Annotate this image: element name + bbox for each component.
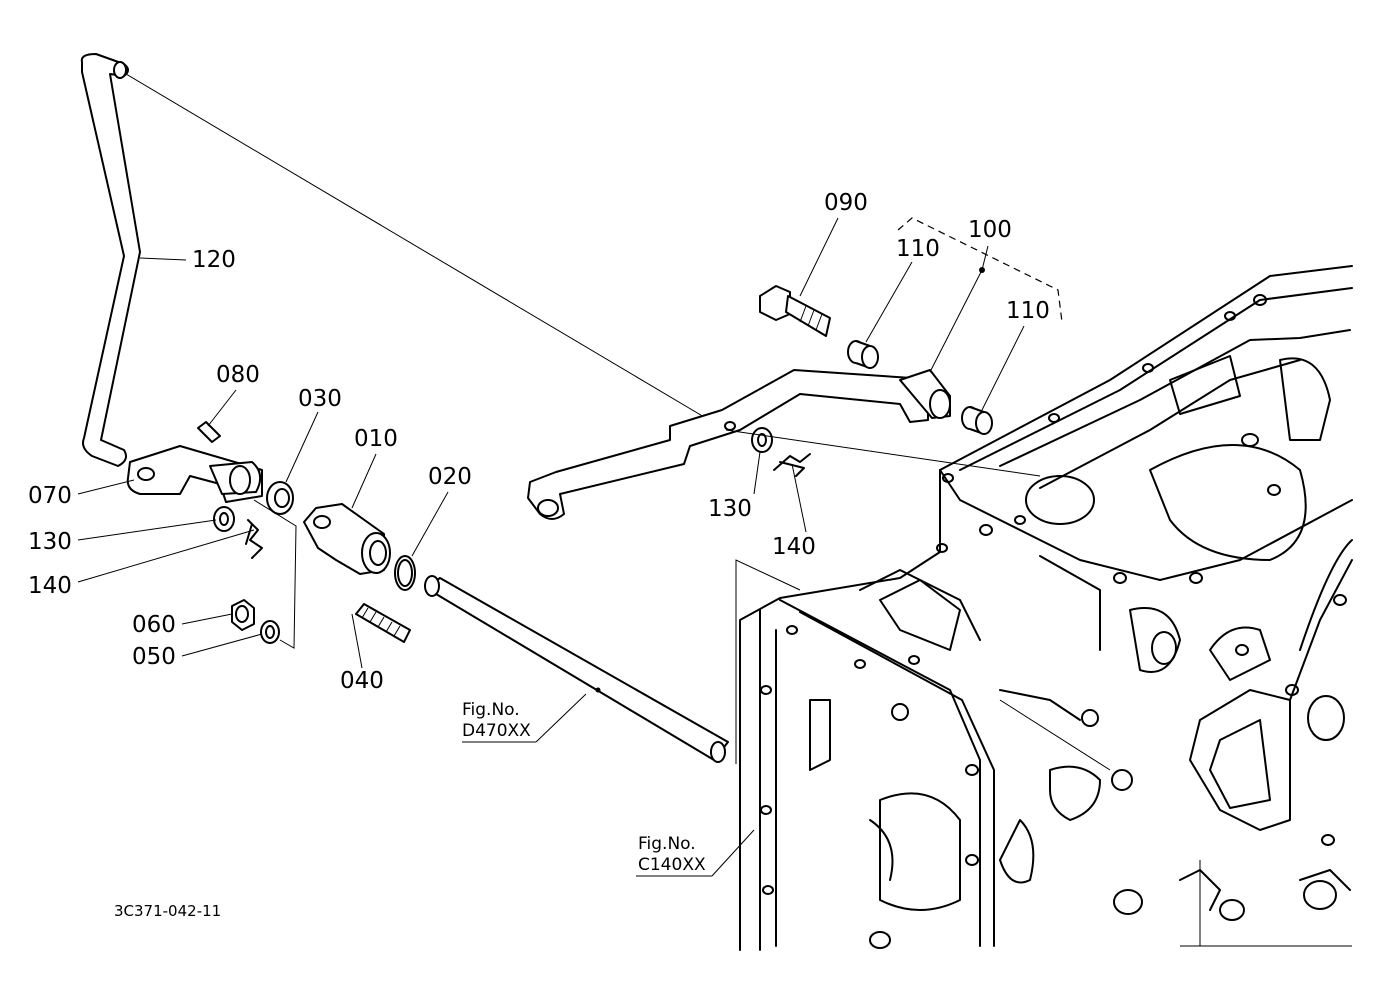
- figure-ref-c140xx-line1: Fig.No.: [638, 834, 696, 854]
- callout-110-lower: 110: [1006, 298, 1050, 324]
- leader-fig-d470xx: [535, 693, 587, 743]
- leader-lever-to-housing: [725, 429, 1041, 477]
- callout-010: 010: [354, 426, 398, 452]
- washer-050: [260, 620, 280, 644]
- callout-140-left: 140: [28, 573, 72, 599]
- lever-assembly: [527, 369, 951, 520]
- group-bracket-100: [897, 217, 1063, 323]
- callout-100: 100: [968, 217, 1012, 243]
- leader-fig-c140xx: [711, 829, 755, 877]
- pin-080: [197, 421, 221, 443]
- assembly-line-rod-to-lever: [125, 73, 727, 431]
- callout-080: 080: [216, 362, 260, 388]
- snap-pin-140-right: [773, 453, 811, 477]
- callout-070: 070: [28, 483, 72, 509]
- callout-leaders: [77, 217, 1025, 669]
- callout-050: 050: [132, 644, 176, 670]
- callout-030: 030: [298, 386, 342, 412]
- collar-030: [266, 481, 294, 515]
- snap-pin-140-left: [245, 519, 263, 559]
- bushing-110-lower: [961, 406, 993, 435]
- callout-130-left: 130: [28, 529, 72, 555]
- callout-130-right: 130: [708, 496, 752, 522]
- callout-110-upper: 110: [896, 236, 940, 262]
- o-ring-020: [394, 555, 416, 591]
- callout-120: 120: [192, 247, 236, 273]
- callout-140-right: 140: [772, 534, 816, 560]
- washer-130-left: [213, 506, 235, 532]
- bushing-110-upper: [847, 340, 879, 369]
- document-code: 3C371-042-11: [114, 902, 222, 920]
- arm-070: [126, 445, 263, 503]
- stud-040: [355, 603, 411, 643]
- assembly-line-left: [253, 499, 297, 649]
- washer-130-right: [751, 427, 773, 453]
- callout-090: 090: [824, 190, 868, 216]
- figure-ref-c140xx: Fig.No. C140XX: [638, 834, 706, 877]
- bolt-090: [759, 285, 831, 337]
- rod-120: [80, 53, 141, 467]
- callout-040: 040: [340, 668, 384, 694]
- callout-020: 020: [428, 464, 472, 490]
- figure-ref-d470xx: Fig.No. D470XX: [462, 700, 531, 743]
- transmission-housing: [739, 265, 1353, 951]
- shaft-d470xx: [424, 575, 729, 763]
- figure-ref-d470xx-line2: D470XX: [462, 721, 531, 742]
- callout-060: 060: [132, 612, 176, 638]
- figure-ref-d470xx-line1: Fig.No.: [462, 700, 520, 720]
- leader-shaft-frame: [735, 559, 801, 764]
- nut-060: [231, 599, 255, 631]
- figure-ref-c140xx-line2: C140XX: [638, 855, 706, 876]
- sleeve-010: [303, 503, 391, 575]
